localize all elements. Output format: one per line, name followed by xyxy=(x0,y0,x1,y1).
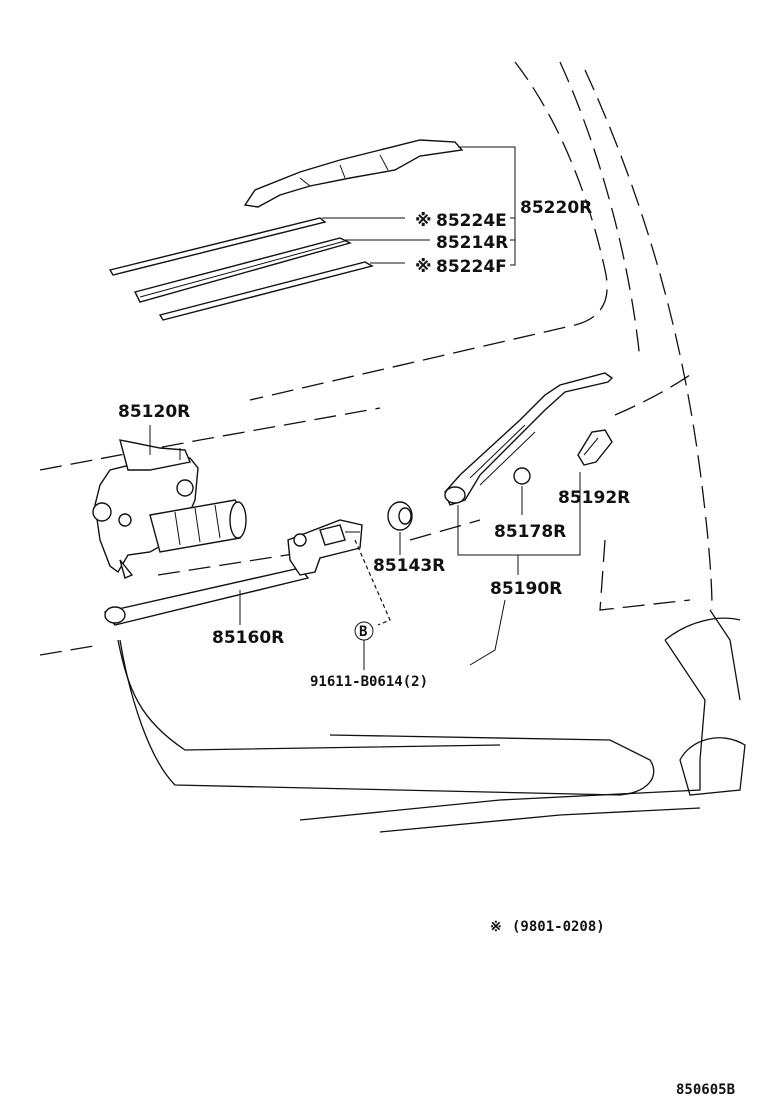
label-85190R: 85190R xyxy=(490,579,562,599)
leader-bolt xyxy=(354,539,391,670)
label-85224F: 85224F xyxy=(436,257,507,277)
arm-cover-85192 xyxy=(577,429,613,466)
wiper-arm xyxy=(444,372,614,506)
note-symbol-footnote: ※ xyxy=(490,919,502,935)
leader-arm-group xyxy=(457,472,581,666)
note-symbol-85224E: ※ xyxy=(415,211,432,231)
note-symbol-85224F: ※ xyxy=(415,257,432,277)
blade-insert-lower xyxy=(158,261,374,321)
note-date-range: (9801-0208) xyxy=(512,919,605,935)
label-85160R: 85160R xyxy=(212,628,284,648)
diagram-code: 850605B xyxy=(676,1082,735,1098)
leader-lines-top xyxy=(322,146,516,266)
tailgate-outline xyxy=(39,61,713,656)
label-85192R: 85192R xyxy=(558,488,630,508)
label-85224E: 85224E xyxy=(436,211,507,231)
label-85220R: 85220R xyxy=(520,198,592,218)
bolt-marker-letter: B xyxy=(359,624,367,640)
wiper-motor xyxy=(92,439,247,579)
pivot-link-rod xyxy=(103,519,363,626)
clip-85178 xyxy=(513,467,531,485)
label-85143R: 85143R xyxy=(373,556,445,576)
pivot-cap xyxy=(387,501,413,555)
label-85178R: 85178R xyxy=(494,522,566,542)
body-panel xyxy=(117,609,746,833)
bolt-marker: B xyxy=(354,621,374,641)
wiper-blade-rubber xyxy=(133,237,352,303)
label-91611-B0614: 91611-B0614(2) xyxy=(310,674,428,690)
wiper-blade-frame xyxy=(243,139,464,208)
label-85214R: 85214R xyxy=(436,233,508,253)
label-85120R: 85120R xyxy=(118,402,190,422)
blade-insert-upper xyxy=(108,217,327,276)
